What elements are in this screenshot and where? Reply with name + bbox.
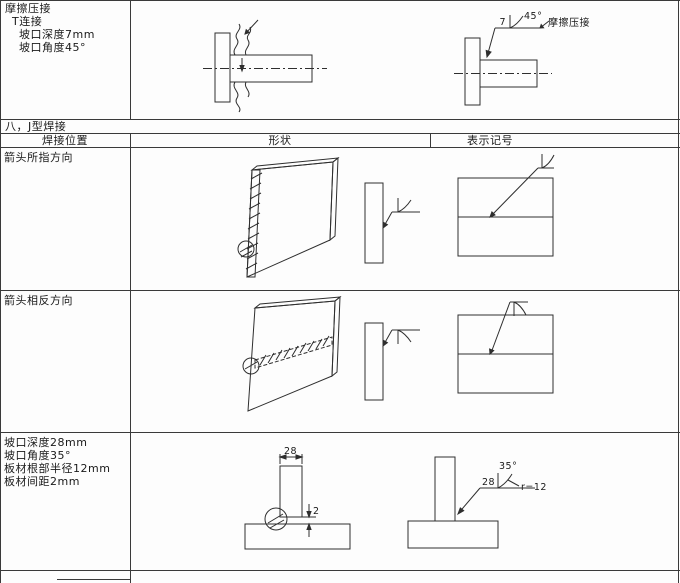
depth-dimension: 7 <box>499 17 506 28</box>
plate-front-face <box>247 300 336 412</box>
row1-position-label: 箭头所指方向 <box>4 151 73 164</box>
section-title: 八，J型焊接 <box>5 120 67 133</box>
table-column-divider-top <box>130 0 131 119</box>
weld-bead-end <box>242 357 260 375</box>
weld-pool-hatching <box>267 513 285 529</box>
leader-line <box>490 301 511 354</box>
header-symbol: 表示记号 <box>467 134 513 147</box>
dim-arrowhead-left <box>278 454 287 460</box>
top-cell-line-2: T连接 <box>12 15 43 28</box>
table-header-divider <box>430 133 431 147</box>
j-groove-symbol <box>397 329 412 344</box>
table-border-right <box>678 0 679 583</box>
leader-line <box>490 167 539 217</box>
header-weld-position: 焊接位置 <box>42 134 88 147</box>
j-weld-other-side-symbol-view <box>457 301 554 394</box>
j-groove-symbol <box>513 301 527 316</box>
leader-arrowhead <box>489 348 495 356</box>
row3-spec-line-1: 坡口深度28mm <box>4 436 88 449</box>
radius-dimension: r=12 <box>521 482 547 493</box>
vertical-plate <box>279 465 303 518</box>
angle-dimension: 45° <box>524 11 542 22</box>
j-groove-symbol <box>509 15 524 29</box>
table-line-row1-bottom <box>0 290 680 291</box>
top-cell-line-4: 坡口角度45° <box>19 41 86 54</box>
j-groove-symbol <box>541 154 555 169</box>
label-arrowhead <box>539 23 545 29</box>
table-line-top-section-bottom <box>0 119 680 120</box>
plate-edge <box>364 322 384 401</box>
dim-arrowhead-right <box>295 454 304 460</box>
depth-dimension: 28 <box>482 477 495 488</box>
depth-arrowhead <box>239 65 245 73</box>
gap-arrowhead-up <box>306 522 312 530</box>
table-border-top <box>0 0 680 1</box>
weld-bead-hatching <box>259 335 330 366</box>
table-line-row3-bottom <box>0 570 680 571</box>
j-groove-symbol <box>497 473 513 489</box>
plate-top-face <box>253 296 342 309</box>
leader-arrowhead <box>485 49 492 59</box>
weld-pool <box>264 507 288 531</box>
plate-top-face <box>250 157 340 171</box>
gap-arrowhead-down <box>306 511 312 519</box>
base-plate <box>407 520 499 549</box>
plate-edge <box>364 182 384 264</box>
table-line-row2-bottom <box>0 432 680 433</box>
leader-arrowhead <box>457 507 465 516</box>
leader-arrowhead <box>382 221 389 230</box>
j-weld-other-side-edge-view <box>364 322 420 401</box>
gap-dimension: 2 <box>313 506 320 517</box>
table-line-title-bottom <box>0 133 680 134</box>
weld-bead-end-hatching <box>244 361 258 370</box>
row3-spec-line-2: 坡口角度35° <box>4 449 71 462</box>
angle-dimension: 35° <box>499 461 517 472</box>
weld-bead-strip <box>254 336 333 369</box>
leader-line <box>487 27 496 56</box>
base-plate <box>244 523 351 550</box>
friction-weld-front-view-drawing <box>203 19 327 113</box>
leader-arrowhead <box>382 339 389 348</box>
weld-bead-hatching <box>245 172 263 270</box>
friction-weld-symbol-view-drawing: 7 45° 摩擦压接 <box>454 11 590 106</box>
weld-flash-squiggles <box>233 23 252 113</box>
vertical-plate <box>464 37 481 106</box>
weld-bead-end <box>237 240 255 258</box>
table-line-header-bottom <box>0 147 680 148</box>
leader-line <box>459 487 481 513</box>
weld-bead-end-hatching <box>239 244 253 258</box>
header-shape: 形状 <box>268 134 292 147</box>
j-groove-symbol <box>397 198 412 213</box>
weld-method-label: 摩擦压接 <box>548 16 590 29</box>
radius-leader-line <box>507 479 520 487</box>
leader-arrowhead <box>489 210 496 218</box>
table-border-left <box>0 0 1 583</box>
table-column-divider-main <box>130 133 131 583</box>
j-weld-dimension-symbol-view: 28 35° r=12 <box>407 456 547 549</box>
table-line-partial-bottom <box>57 579 130 580</box>
j-weld-arrow-side-edge-view <box>364 182 420 264</box>
top-cell-line-1: 摩擦压接 <box>5 2 51 15</box>
width-dimension: 28 <box>284 446 297 457</box>
row2-position-label: 箭头相反方向 <box>4 294 73 307</box>
pointer-arrowhead <box>244 28 251 35</box>
top-cell-line-3: 坡口深度7mm <box>19 28 95 41</box>
j-weld-other-side-3d-drawing <box>242 295 342 412</box>
row3-spec-line-3: 板材根部半径12mm <box>4 462 111 475</box>
j-weld-arrow-side-3d-drawing <box>237 156 340 278</box>
vertical-plate <box>434 456 456 522</box>
j-weld-dimension-front-view: 28 2 <box>244 446 351 550</box>
row3-spec-line-4: 板材间距2mm <box>4 475 80 488</box>
j-weld-arrow-side-symbol-view <box>457 154 555 257</box>
vertical-plate <box>214 32 231 103</box>
